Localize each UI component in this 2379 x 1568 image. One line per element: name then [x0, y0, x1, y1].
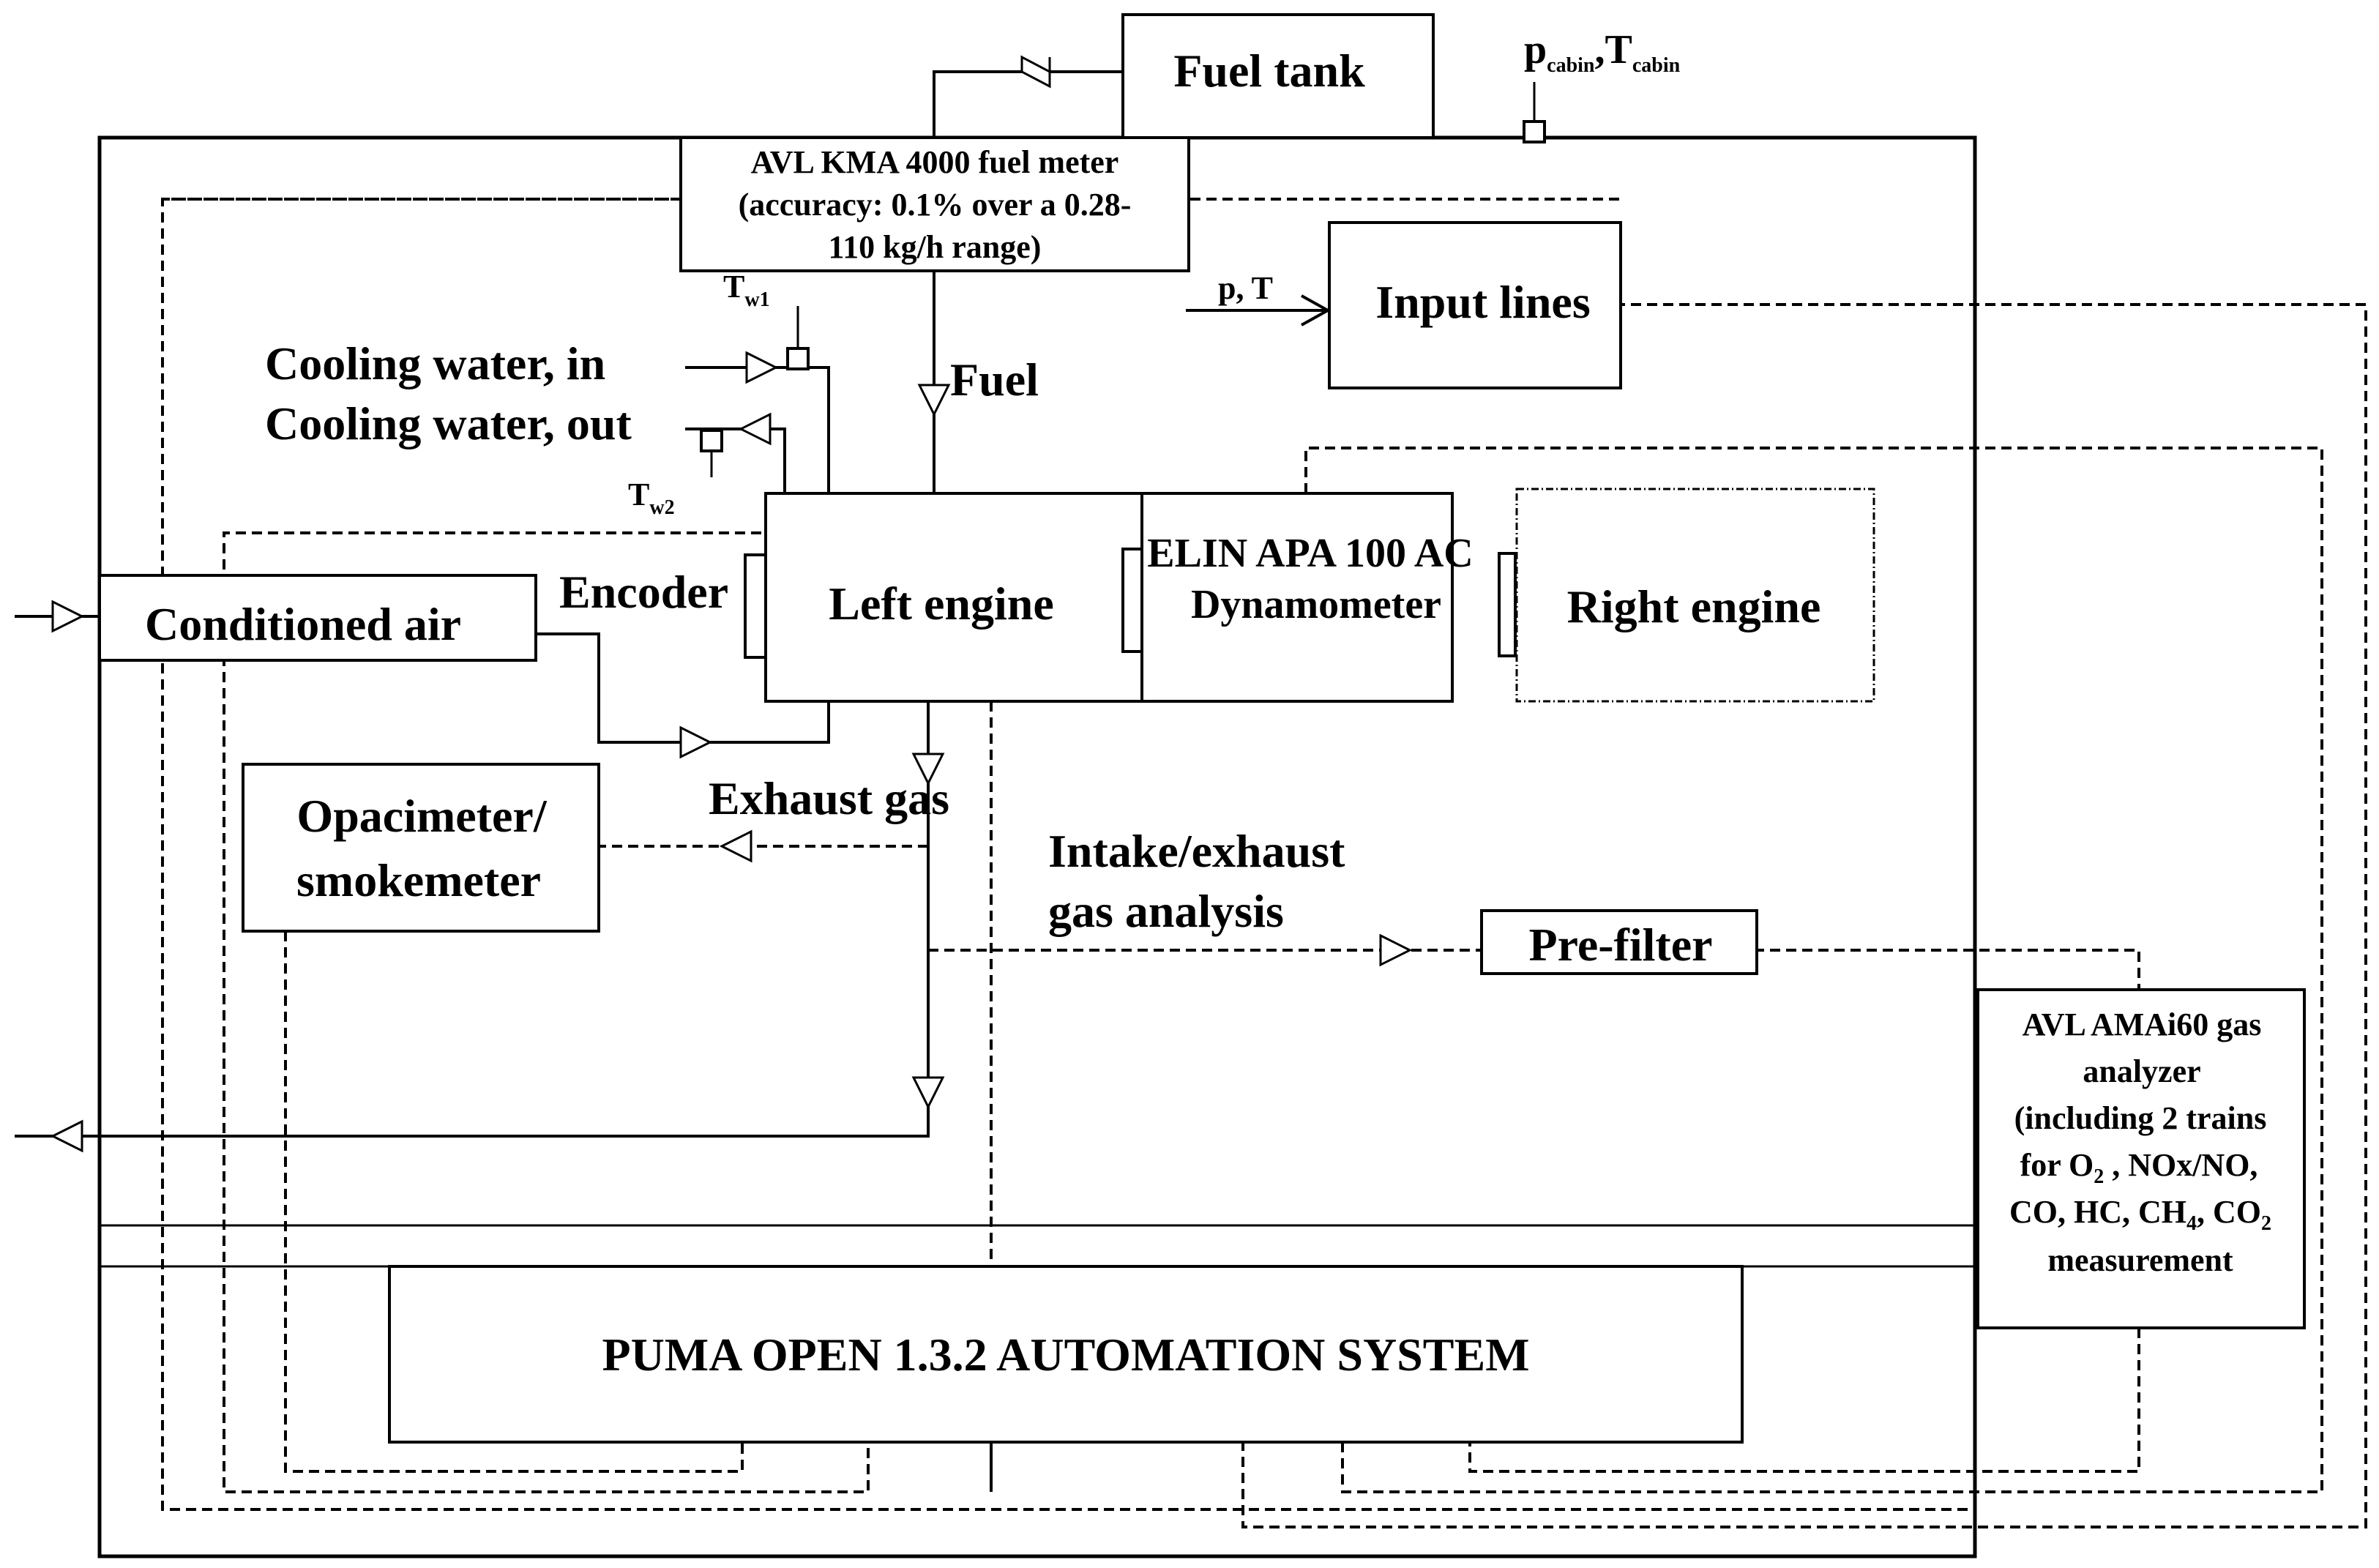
- fuel-label: Fuel: [950, 354, 1039, 406]
- exhaust-outlet-arrow: [50, 1119, 83, 1153]
- tw1-label: Tw1: [723, 269, 770, 311]
- fuel-tank-label: Fuel tank: [1173, 45, 1365, 97]
- encoder-block: [744, 553, 767, 659]
- coupling-right: [1498, 552, 1517, 657]
- fuel-tank-box: [1121, 13, 1435, 139]
- automation-label: PUMA OPEN 1.3.2 AUTOMATION SYSTEM: [602, 1329, 1529, 1381]
- right-engine-box: [1515, 488, 1875, 703]
- signal-fuel-meter-loop: [161, 198, 1972, 1511]
- opacimeter-line-1: Opacimeter/: [296, 790, 547, 842]
- fuel-meter-line-2: (accuracy: 0.1% over a 0.28-: [739, 187, 1132, 223]
- tw2-label: Tw2: [628, 477, 675, 519]
- conditioned-air-box: [98, 574, 537, 662]
- coupling-left: [1121, 548, 1145, 653]
- tw1-sensor: [786, 347, 810, 370]
- cabin-sensor: [1523, 120, 1546, 143]
- gas-analyzer-line-2: analyzer: [2083, 1053, 2200, 1089]
- pre-filter-box: [1480, 909, 1758, 975]
- cooling-out-arrow: [738, 412, 772, 446]
- fuel-meter-line-3: 110 kg/h range): [829, 229, 1042, 265]
- pre-filter-label: Pre-filter: [1528, 919, 1712, 971]
- gas-analyzer-box: [1976, 988, 2306, 1329]
- input-lines-label: Input lines: [1375, 276, 1590, 328]
- tw2-sensor: [700, 429, 723, 452]
- gas-analyzer-line-5: CO, HC, CH4, CO2: [2009, 1194, 2271, 1235]
- input-lines-box: [1328, 221, 1622, 389]
- signal-dyno: [1304, 447, 2323, 1493]
- gas-analyzer-line-6: measurement: [2047, 1242, 2233, 1278]
- exhaust-to-prefilter-arrow: [1379, 933, 1413, 967]
- opacimeter-box: [242, 763, 600, 933]
- gas-analyzer-line-1: AVL AMAi60 gas: [2023, 1007, 2262, 1042]
- intake-exhaust-line-1: Intake/exhaust: [1048, 825, 1345, 877]
- cooling-water-in-label: Cooling water, in: [265, 337, 605, 389]
- air-supply-arrow: [679, 725, 713, 759]
- signal-conditioned-air: [223, 531, 870, 1493]
- air-inlet-arrow: [51, 600, 85, 633]
- fuel-supply-line: [933, 70, 1123, 138]
- signal-gas-analyzer: [1468, 1328, 2140, 1473]
- encoder-label: Encoder: [559, 566, 728, 618]
- fuel-arrow: [917, 384, 951, 417]
- dynamometer-line-1: ELIN APA 100 AC: [1147, 531, 1473, 576]
- signal-input-lines: [1241, 303, 2367, 1528]
- exhaust-gas-label: Exhaust gas: [709, 772, 949, 824]
- prefilter-to-analyzer: [1754, 949, 2140, 990]
- fuel-supply-arrow: [1020, 55, 1051, 89]
- exhaust-arrow-2: [911, 1076, 945, 1110]
- conditioned-air-label: Conditioned air: [145, 598, 461, 650]
- opacimeter-line-2: smokemeter: [296, 854, 541, 906]
- gas-analyzer-line-3: (including 2 trains: [2014, 1100, 2267, 1136]
- dynamometer-box: [1140, 492, 1454, 703]
- fuel-meter-line-1: AVL KMA 4000 fuel meter: [751, 144, 1119, 180]
- intake-exhaust-line-2: gas analysis: [1048, 885, 1284, 937]
- fuel-meter-box: [679, 136, 1190, 272]
- left-engine-label: Left engine: [829, 578, 1054, 630]
- automation-box: [388, 1265, 1744, 1444]
- cabin-conditions-label: pcabin,Tcabin: [1524, 27, 1681, 77]
- cooling-in-line: [685, 366, 830, 493]
- cooling-water-out-label: Cooling water, out: [265, 397, 632, 449]
- cooling-in-arrow: [745, 351, 779, 384]
- exhaust-arrow-1: [911, 753, 945, 786]
- pt-label: p, T: [1218, 270, 1273, 306]
- dynamometer-line-2: Dynamometer: [1191, 582, 1441, 627]
- exhaust-to-opacimeter-arrow: [719, 829, 752, 863]
- right-engine-label: Right engine: [1567, 580, 1821, 632]
- gas-analyzer-line-4: for O2 , NOx/NO,: [2020, 1147, 2258, 1188]
- air-supply-line: [536, 632, 830, 744]
